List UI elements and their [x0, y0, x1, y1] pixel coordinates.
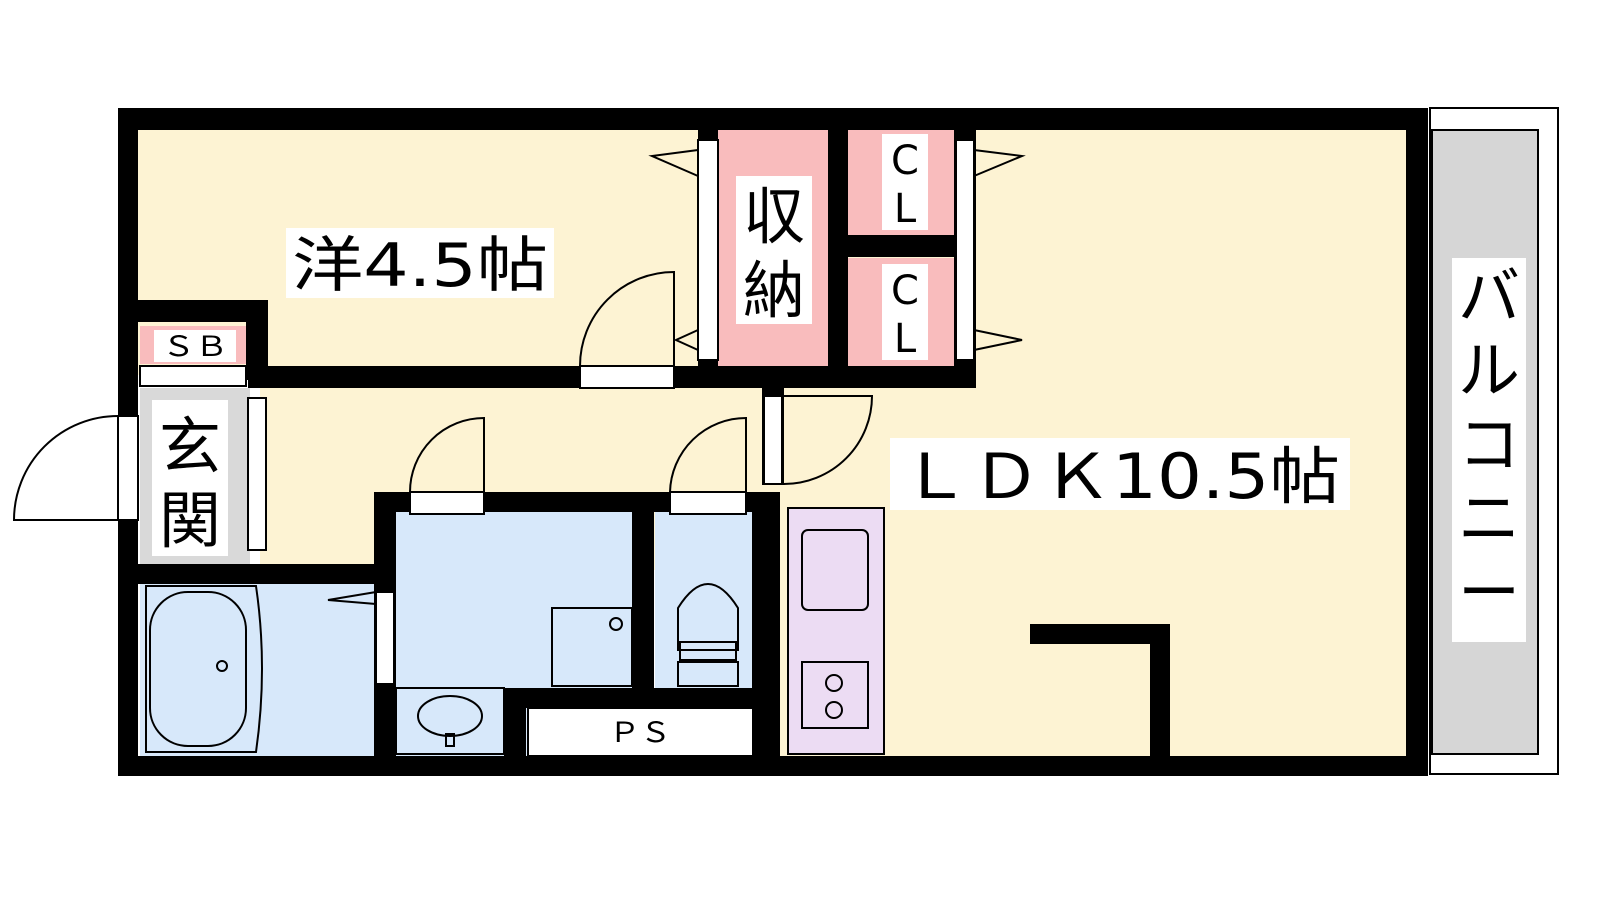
shoe-box-label: ＳＢ: [162, 330, 228, 363]
western-room-label: 洋4.5帖: [292, 231, 548, 301]
closet-2-label-bg: [882, 264, 928, 360]
toilet-floor: [655, 512, 765, 688]
toilet-tank: [677, 661, 739, 687]
balcony-label-bg: [1452, 258, 1526, 642]
washbasin: [417, 695, 483, 737]
washing-machine-knob: [609, 617, 623, 631]
bathtub: [145, 585, 263, 753]
burner-icon: [825, 701, 843, 719]
balcony-char-5: ー: [1458, 556, 1520, 629]
entrance-label-line1: 玄: [159, 410, 221, 483]
toilet-seat: [679, 641, 737, 661]
balcony-char-3: コ: [1458, 408, 1520, 481]
washbasin-faucet: [445, 733, 455, 747]
shoe-box-label-bg: [154, 330, 236, 362]
openings: [117, 139, 975, 685]
kitchen-sink: [801, 529, 869, 611]
bathroom-floor: [140, 584, 380, 756]
ldk-label: ＬＤＫ10.5帖: [900, 440, 1340, 513]
closet-2-label-l: L: [894, 316, 917, 362]
storage-label-line2: 納: [743, 254, 805, 327]
entrance-label-bg: [152, 400, 228, 556]
closet-1-label-bg: [882, 134, 928, 230]
entrance-label-line2: 関: [159, 484, 221, 557]
balcony-char-4: ニ: [1458, 482, 1520, 555]
storage-label-bg: [736, 176, 812, 324]
washbasin-counter: [395, 687, 505, 755]
door-swings: [12, 149, 1026, 605]
bathtub-basin: [149, 591, 247, 747]
burner-icon: [825, 674, 843, 692]
storage-label-line1: 収: [743, 180, 805, 253]
balcony-char-2: ル: [1458, 334, 1520, 407]
kitchen-stove: [801, 661, 869, 729]
ldk-label-bg: [890, 438, 1350, 510]
toilet-bowl: [677, 583, 739, 651]
washing-machine: [551, 607, 633, 687]
pipe-space-label: ＰＳ: [609, 716, 671, 749]
closet-2-label-c: C: [891, 268, 919, 314]
closet-1-label-c: C: [891, 138, 919, 184]
closet-1-label-l: L: [894, 186, 917, 232]
balcony-char-1: バ: [1458, 260, 1520, 333]
western-room-label-bg: [286, 228, 554, 298]
bathtub-drain: [216, 660, 228, 672]
